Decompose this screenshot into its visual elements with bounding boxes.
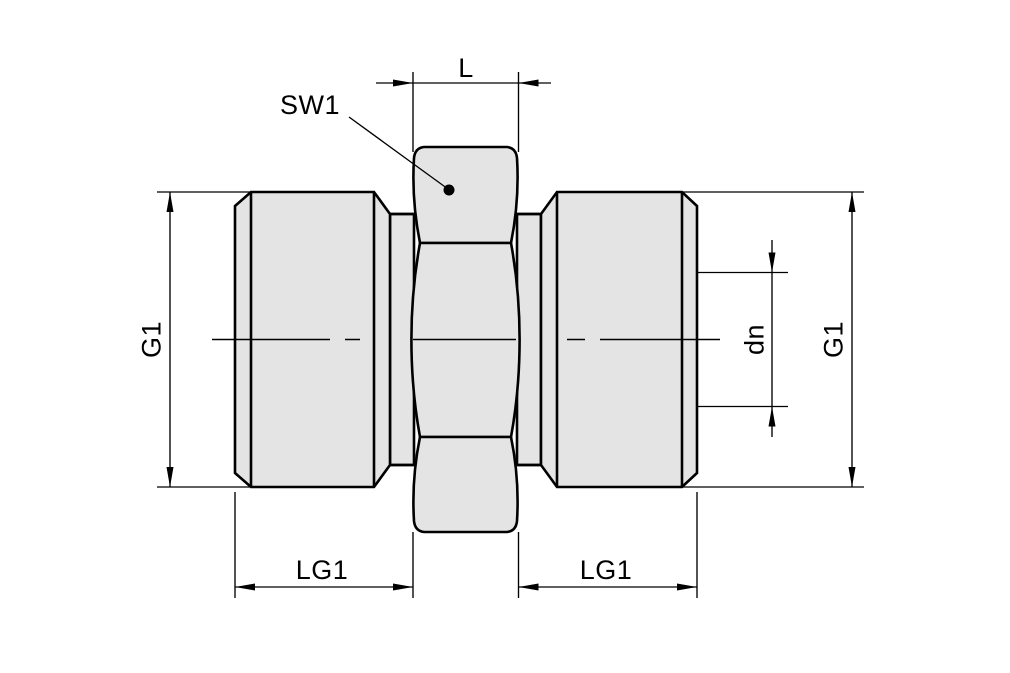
dimension-label-LG1-right: LG1 (580, 555, 633, 585)
sw1-leader-dot (443, 184, 455, 196)
dimension-G1-right: G1 (682, 191, 864, 488)
right-neck-edges (517, 212, 541, 467)
dimension-label-LG1-left: LG1 (296, 555, 349, 585)
dimension-LG1-left: LG1 (234, 492, 413, 598)
arrow-G1-right-top (848, 192, 856, 212)
arrow-LG1-right-a (518, 583, 539, 591)
arrow-G1-left-bottom (166, 467, 174, 487)
dimension-LG1-right: LG1 (518, 492, 698, 598)
hex-nut-bottom-facet (412, 435, 519, 534)
dimension-label-dn: dn (739, 324, 769, 355)
arrow-L-right (518, 79, 539, 87)
dimension-L: L (376, 53, 551, 598)
left-neck-edges (390, 212, 414, 467)
dimension-G1-left: G1 (136, 191, 251, 488)
dimension-dn: dn (698, 240, 788, 437)
hex-nut-top-facet (412, 145, 519, 245)
dimension-dn-extension-lines (698, 271, 788, 408)
arrow-G1-left-top (166, 192, 174, 212)
arrow-dn-bottom (768, 406, 776, 427)
arrow-L-left (393, 79, 413, 87)
dimension-label-SW1: SW1 (280, 90, 340, 120)
arrow-G1-right-bottom (848, 467, 856, 487)
dimension-G1-left-extension-lines (157, 191, 251, 488)
dimension-label-G1-left: G1 (136, 321, 166, 358)
arrow-dn-top (768, 252, 776, 273)
callout-SW1: SW1 (280, 90, 455, 196)
dimension-G1-right-extension-lines (682, 191, 864, 488)
arrow-LG1-left-b (393, 583, 413, 591)
sw1-leader-line (348, 116, 449, 190)
dimension-label-L: L (458, 53, 474, 83)
dimension-L-extension-lines (412, 72, 520, 598)
arrow-LG1-left-a (235, 583, 255, 591)
arrow-LG1-right-b (677, 583, 697, 591)
dimension-label-G1-right: G1 (818, 321, 848, 358)
